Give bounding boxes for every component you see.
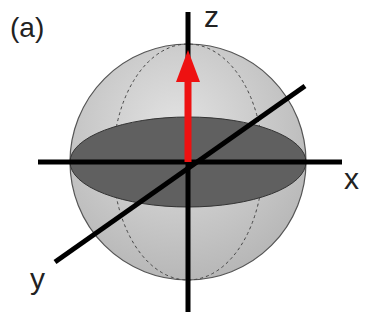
state-vector <box>185 78 192 162</box>
axis-label: x <box>344 164 359 194</box>
axis-label: y <box>30 264 45 294</box>
arrow-head <box>176 50 200 82</box>
axis-label: z <box>204 2 219 32</box>
panel-label: (a) <box>10 14 44 42</box>
y-axis <box>55 86 305 262</box>
